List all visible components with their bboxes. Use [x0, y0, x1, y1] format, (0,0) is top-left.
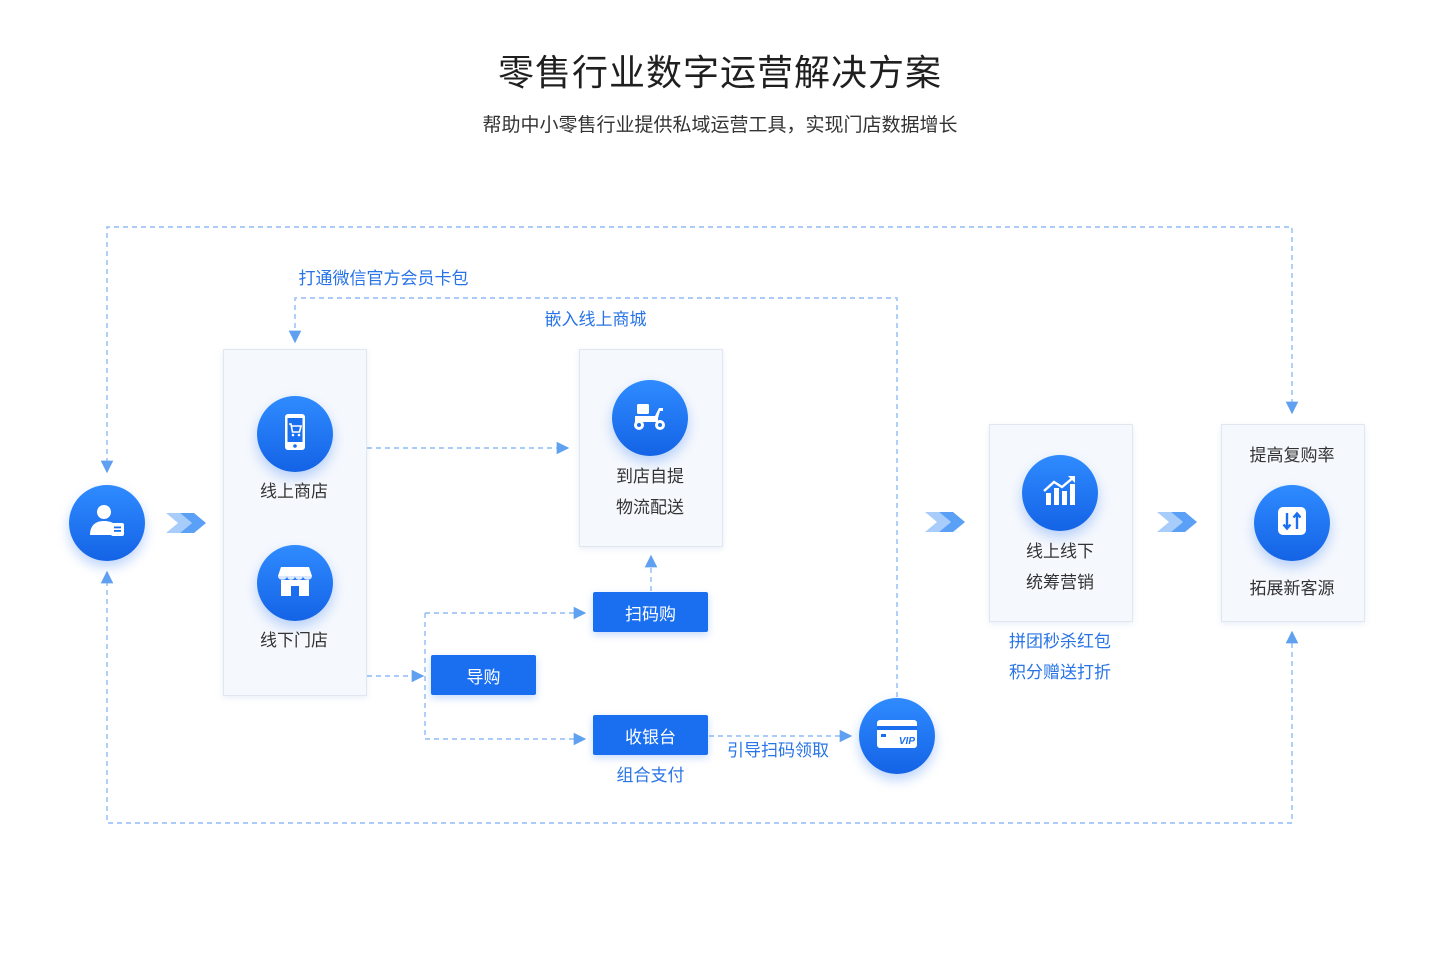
flow-arrow-2 [925, 512, 965, 532]
storefront-icon [275, 561, 315, 605]
user-card-icon [87, 501, 127, 545]
delivery-line2: 物流配送 [616, 498, 684, 518]
result-bottom-label: 拓展新客源 [1249, 579, 1335, 599]
growth-chart-icon [1040, 471, 1080, 515]
wechat-card-annotation: 打通微信官方会员卡包 [298, 269, 469, 289]
vip-node: VIP [859, 698, 935, 774]
promo-line2-annotation: 积分赠送打折 [1009, 663, 1111, 683]
marketing-line2: 统筹营销 [1026, 573, 1094, 593]
page-subtitle: 帮助中小零售行业提供私域运营工具，实现门店数据增长 [482, 114, 958, 136]
wechat-card-line [288, 297, 898, 697]
guide-buy-button[interactable]: 导购 [431, 655, 536, 695]
delivery-node [612, 380, 688, 456]
svg-text:VIP: VIP [899, 736, 915, 747]
result-node [1254, 485, 1330, 561]
delivery-line1: 到店自提 [616, 467, 684, 487]
marketing-node [1022, 455, 1098, 531]
cashier-button[interactable]: 收银台 [593, 715, 708, 755]
combined-payment-annotation: 组合支付 [616, 766, 685, 786]
offline-store-label: 线下门店 [260, 631, 328, 651]
page-title: 零售行业数字运营解决方案 [497, 53, 942, 94]
marketing-line1: 线上线下 [1026, 542, 1094, 562]
scan-buy-button[interactable]: 扫码购 [593, 592, 708, 632]
vip-card-icon: VIP [875, 717, 919, 755]
outer-loop-bottom [100, 570, 1299, 824]
guide-scan-annotation: 引导扫码领取 [727, 741, 829, 761]
online-store-node [257, 396, 333, 472]
embed-mall-annotation: 嵌入线上商城 [544, 310, 647, 330]
scooter-icon [629, 396, 671, 440]
result-top-label: 提高复购率 [1249, 446, 1335, 466]
outer-loop-top [100, 226, 1299, 474]
offline-store-node [257, 545, 333, 621]
flow-arrow-3 [1157, 512, 1197, 532]
online-store-label: 线上商店 [260, 482, 328, 502]
exchange-icon [1274, 503, 1310, 543]
flow-arrow-1 [166, 513, 206, 533]
user-node [69, 485, 145, 561]
phone-cart-icon [275, 412, 315, 456]
promo-line1-annotation: 拼团秒杀红包 [1009, 632, 1111, 652]
